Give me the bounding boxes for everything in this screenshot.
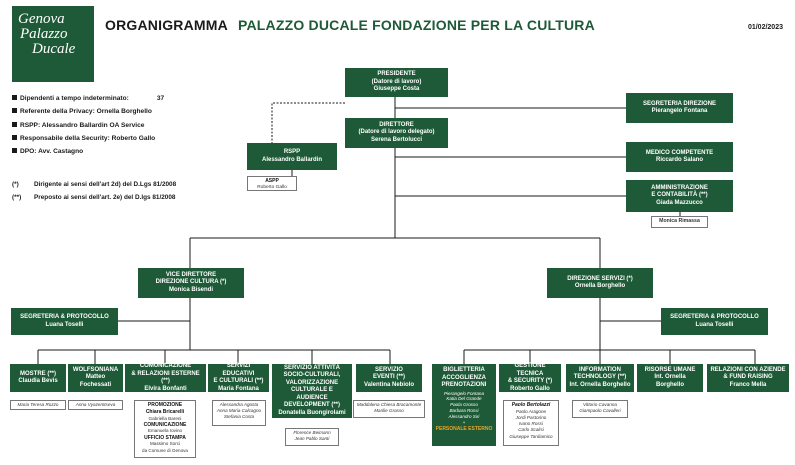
box-comunicazione: COMUNICAZIONE& RELAZIONI ESTERNE (**)Elv… [125, 363, 206, 392]
date-label: 01/02/2023 [747, 24, 783, 31]
staff-mostre: Maria Teresa Rozzo [10, 400, 66, 410]
footnotes: (*)Dirigente ai sensi dell'art 2d) del D… [12, 181, 177, 201]
box-amministrazione-staff: Monica Rimassa [651, 216, 708, 228]
staff-comunicazione: PROMOZIONE Chiara Bricarelli Gabriella B… [134, 400, 196, 458]
box-mostre: MOSTRE (**)Claudia Bevis [10, 364, 66, 392]
box-direttore: DIRETTORE(Datore di lavoro delegato)Sere… [345, 118, 448, 148]
box-presidente: PRESIDENTE(Datore di lavoro)Giuseppe Cos… [345, 68, 448, 97]
staff-wolfsoniana: Anna Vyazemtseva [68, 400, 123, 410]
box-gestione-tecnica: GESTIONE TECNICA& SECURITY (*)Roberto Ga… [499, 363, 561, 392]
legend: Dipendenti a tempo indeterminato:37 Refe… [12, 92, 164, 158]
box-direzione-servizi: DIREZIONE SERVIZI (*)Ornella Borghello [547, 268, 653, 298]
line-rspp-dotted [271, 102, 345, 143]
